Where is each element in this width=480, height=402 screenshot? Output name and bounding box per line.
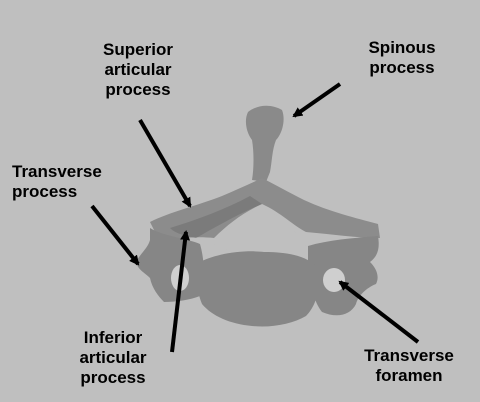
spinous-process-shape	[246, 106, 284, 182]
label-transverse-foramen: Transverse foramen	[354, 346, 464, 386]
right-transverse-foramen	[323, 268, 345, 292]
arrow-spinous	[294, 84, 340, 116]
arrow-superior	[140, 120, 190, 206]
arrow-transverse	[92, 206, 138, 264]
vertebra-bone	[136, 106, 380, 327]
left-transverse-process	[136, 228, 204, 302]
label-inferior-articular-process: Inferior articular process	[62, 328, 164, 388]
label-superior-articular-process: Superior articular process	[82, 40, 194, 100]
label-spinous-process: Spinous process	[354, 38, 450, 78]
vertebral-body	[197, 251, 319, 326]
label-transverse-process: Transverse process	[12, 162, 102, 202]
arrow-foramen	[340, 282, 418, 342]
